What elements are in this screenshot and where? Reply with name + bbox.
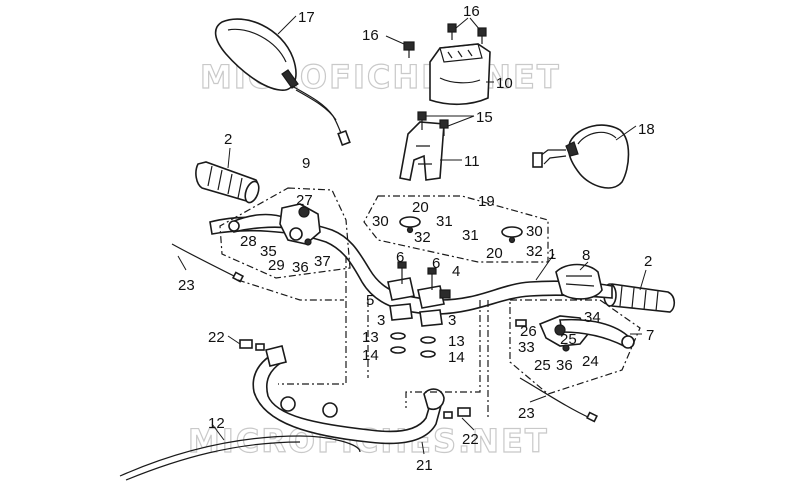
callout-17: 17 xyxy=(298,9,315,26)
left-grip xyxy=(195,161,260,204)
callout-8: 8 xyxy=(582,247,590,264)
callout-24: 24 xyxy=(582,353,599,370)
callout-11: 11 xyxy=(464,153,480,170)
callout-30-right: 30 xyxy=(526,223,543,240)
handlebar-tube xyxy=(209,216,613,315)
callout-19: 19 xyxy=(478,193,495,210)
callout-32-left: 32 xyxy=(414,229,431,246)
callout-9: 9 xyxy=(302,155,310,172)
callout-25-right: 25 xyxy=(560,331,577,348)
nut-detail xyxy=(399,216,523,244)
callout-33: 33 xyxy=(518,339,535,356)
callout-4: 4 xyxy=(452,263,460,280)
callout-13-right: 13 xyxy=(448,333,465,350)
callout-30-left: 30 xyxy=(372,213,389,230)
callout-34: 34 xyxy=(584,309,601,326)
left-mirror xyxy=(214,18,351,147)
callout-16-top: 16 xyxy=(463,3,480,20)
leader-lines xyxy=(177,15,647,455)
callout-6-right: 6 xyxy=(432,255,440,272)
callout-12: 12 xyxy=(208,415,225,432)
callout-20-right: 20 xyxy=(486,245,503,262)
callout-32-right: 32 xyxy=(526,243,543,260)
callout-1: 1 xyxy=(548,246,556,263)
callout-14-left: 14 xyxy=(362,347,379,364)
callout-6-left: 6 xyxy=(396,249,404,266)
callout-31-left: 31 xyxy=(436,213,453,230)
clamps xyxy=(387,261,451,358)
callout-36-right: 36 xyxy=(556,357,573,374)
callout-14-right: 14 xyxy=(448,349,465,366)
callout-labels: 1 2 2 3 3 4 5 6 6 7 8 9 10 11 12 13 13 1… xyxy=(178,3,655,474)
callout-31-right: 31 xyxy=(462,227,479,244)
callout-22-left: 22 xyxy=(208,329,225,346)
right-lever-assembly xyxy=(515,315,635,352)
callout-28: 28 xyxy=(240,233,257,250)
callout-23-left: 23 xyxy=(178,277,195,294)
handlebar-bracket xyxy=(399,121,445,181)
handlebar-cover xyxy=(429,43,491,106)
callout-22-right: 22 xyxy=(462,431,479,448)
left-lever-assembly xyxy=(228,203,321,246)
right-mirror xyxy=(532,124,630,189)
handlebar-frame xyxy=(252,345,445,445)
callout-25-left: 25 xyxy=(534,357,551,374)
group-outlines xyxy=(219,187,641,420)
callout-29: 29 xyxy=(268,257,285,274)
callout-35: 35 xyxy=(260,243,277,260)
callout-36-left: 36 xyxy=(292,259,309,276)
callout-5: 5 xyxy=(366,292,374,309)
cables xyxy=(119,243,598,481)
callout-27: 27 xyxy=(296,192,313,209)
right-switch xyxy=(555,263,603,300)
screws xyxy=(403,23,487,136)
callout-3-left: 3 xyxy=(377,312,385,329)
callout-10: 10 xyxy=(496,75,513,92)
callout-16-left: 16 xyxy=(362,27,379,44)
right-grip xyxy=(603,283,676,313)
callout-13-left: 13 xyxy=(362,329,379,346)
callout-2-left-grip: 2 xyxy=(224,131,232,148)
callout-7: 7 xyxy=(646,327,654,344)
callout-3-right: 3 xyxy=(448,312,456,329)
callout-2-right-grip: 2 xyxy=(644,253,652,270)
callout-26: 26 xyxy=(520,323,537,340)
callout-15: 15 xyxy=(476,109,493,126)
callout-20-left: 20 xyxy=(412,199,429,216)
callout-23-right: 23 xyxy=(518,405,535,422)
callout-21: 21 xyxy=(416,457,433,474)
callout-18: 18 xyxy=(638,121,655,138)
callout-37: 37 xyxy=(314,253,331,270)
